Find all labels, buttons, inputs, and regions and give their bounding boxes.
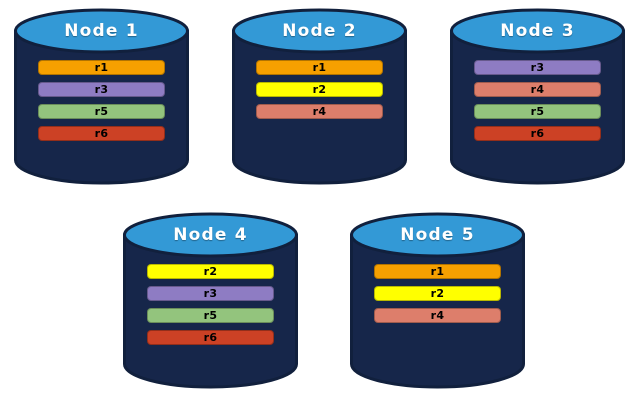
cylinder-top-disc — [232, 8, 407, 54]
replica-bar[interactable]: r1 — [38, 60, 165, 75]
replica-bar[interactable]: r6 — [147, 330, 274, 345]
replica-bar[interactable]: r2 — [374, 286, 501, 301]
replica-bar[interactable]: r4 — [474, 82, 601, 97]
replica-list: r1 r2 r4 — [231, 60, 408, 126]
replica-list: r1 r3 r5 r6 — [13, 60, 190, 148]
replica-bar[interactable]: r5 — [474, 104, 601, 119]
replica-list: r2 r3 r5 r6 — [122, 264, 299, 352]
replica-bar[interactable]: r5 — [147, 308, 274, 323]
replica-bar[interactable]: r6 — [38, 126, 165, 141]
replica-bar[interactable]: r1 — [256, 60, 383, 75]
replica-bar[interactable]: r2 — [147, 264, 274, 279]
cylinder-top-disc — [450, 8, 625, 54]
replica-bar[interactable]: r2 — [256, 82, 383, 97]
replica-bar[interactable]: r4 — [374, 308, 501, 323]
replica-bar[interactable]: r6 — [474, 126, 601, 141]
replica-bar[interactable]: r1 — [374, 264, 501, 279]
cylinder-top-disc — [123, 212, 298, 258]
replica-bar[interactable]: r3 — [474, 60, 601, 75]
replica-bar[interactable]: r3 — [38, 82, 165, 97]
replica-bar[interactable]: r3 — [147, 286, 274, 301]
replica-list: r1 r2 r4 — [349, 264, 526, 330]
cylinder-top-disc — [350, 212, 525, 258]
cylinder-top-disc — [14, 8, 189, 54]
replica-bar[interactable]: r4 — [256, 104, 383, 119]
replica-list: r3 r4 r5 r6 — [449, 60, 626, 148]
replica-bar[interactable]: r5 — [38, 104, 165, 119]
